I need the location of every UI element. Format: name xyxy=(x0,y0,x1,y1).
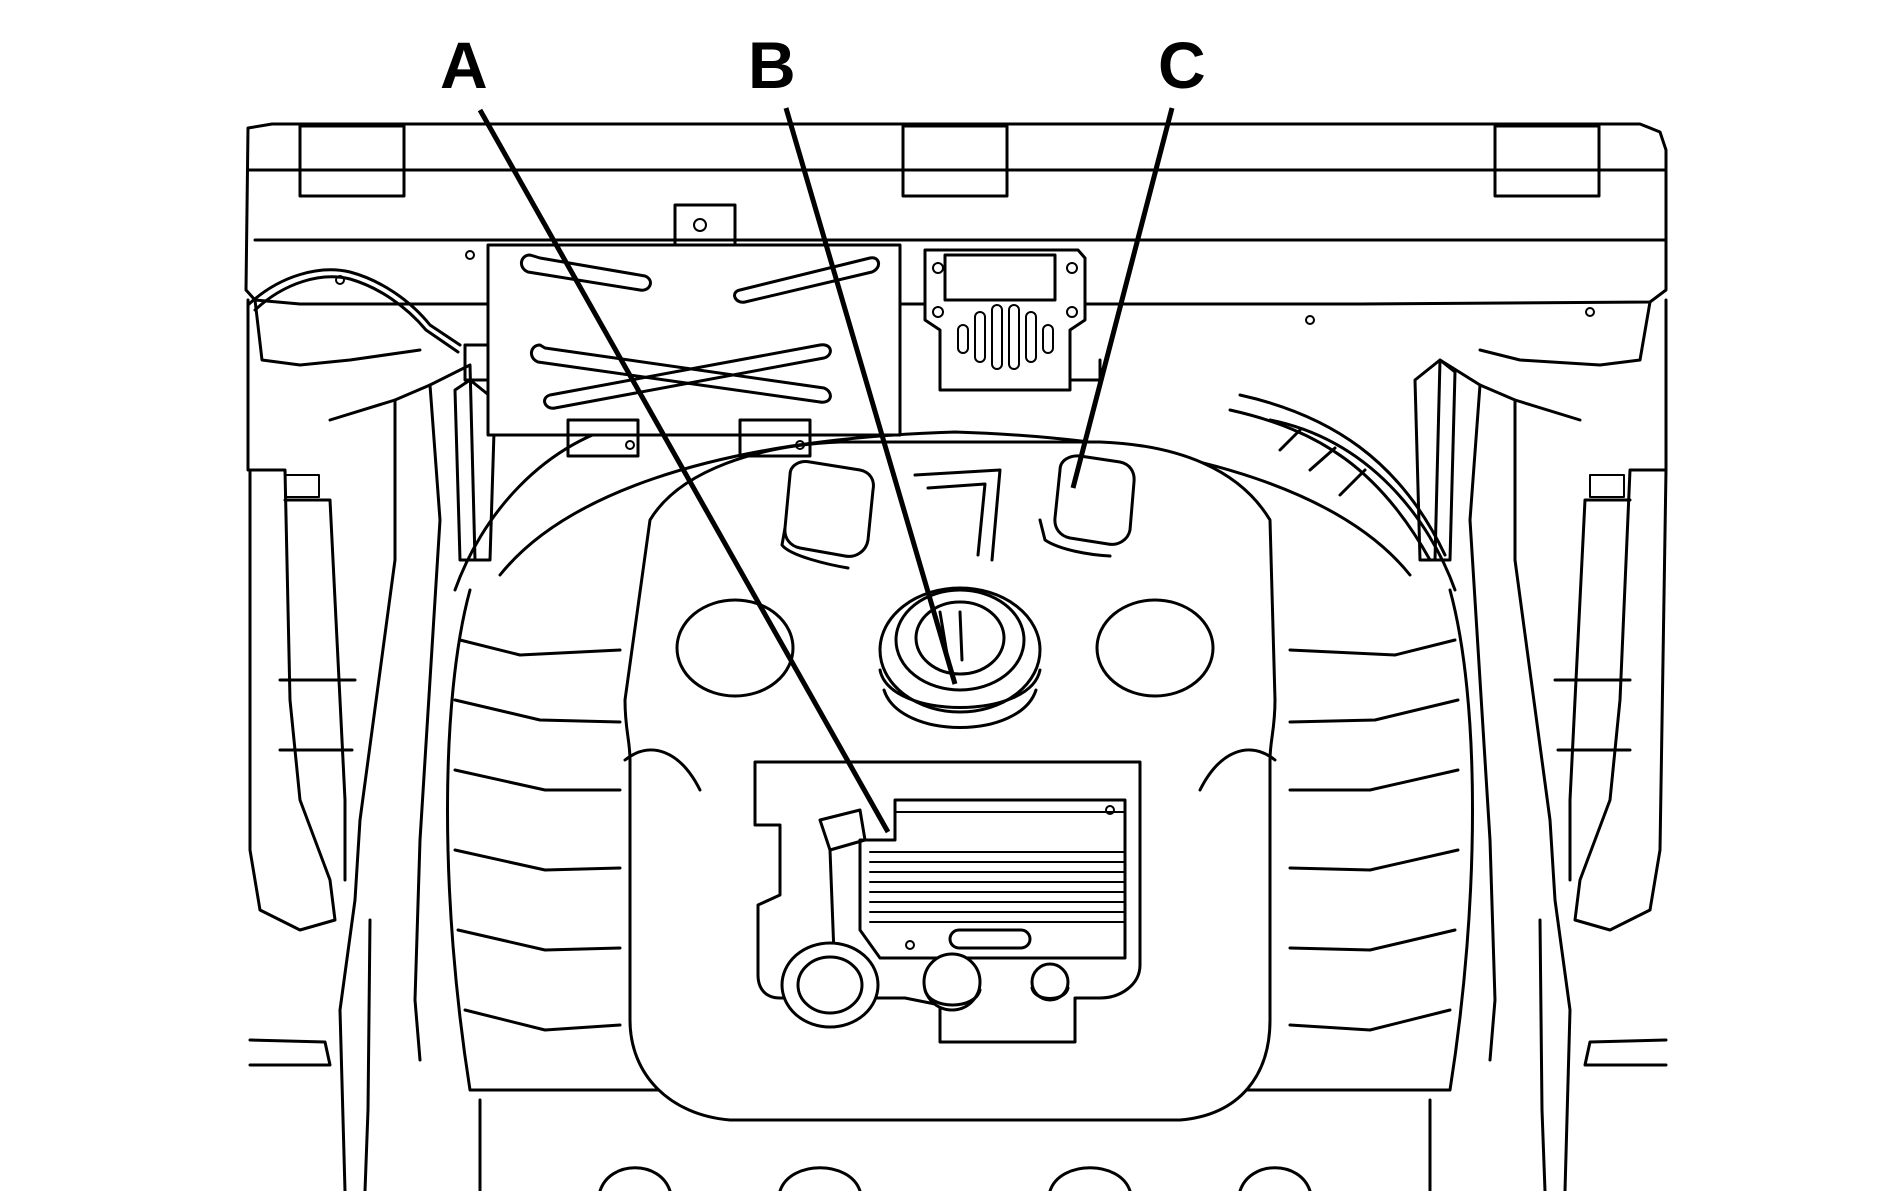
callout-leaders xyxy=(477,107,1175,834)
callout-label-b: B xyxy=(748,28,796,102)
left-quarter-trim xyxy=(248,363,477,1191)
wire-harness xyxy=(246,268,462,354)
cover-bracket xyxy=(463,203,902,458)
leader-line-a xyxy=(477,108,891,834)
callout-label-a: A xyxy=(440,28,488,102)
leader-line-c xyxy=(1070,107,1175,489)
callout-labels: A B C xyxy=(440,28,1206,102)
spare-tire xyxy=(446,393,1474,1191)
right-quarter-trim xyxy=(1433,358,1668,1191)
leader-line-b xyxy=(783,107,958,685)
jack-storage-tray xyxy=(623,440,1277,1122)
speaker-module xyxy=(923,248,1102,392)
callout-label-c: C xyxy=(1158,28,1206,102)
wheelhouse-arches xyxy=(453,358,1457,592)
